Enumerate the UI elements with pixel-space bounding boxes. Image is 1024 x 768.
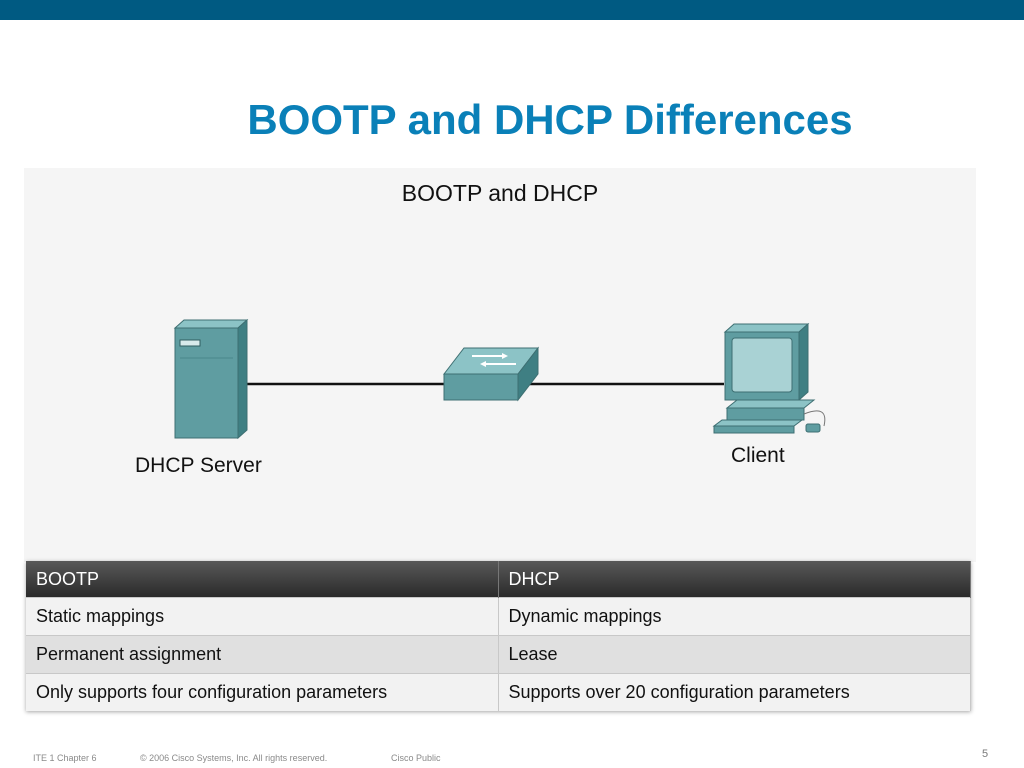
table-row: Permanent assignment Lease xyxy=(26,635,971,674)
table-cell: Dynamic mappings xyxy=(498,597,971,636)
diagram-title: BOOTP and DHCP xyxy=(401,180,599,206)
table-header-row: BOOTP DHCP xyxy=(26,561,971,598)
footer-course: ITE 1 Chapter 6 xyxy=(33,753,97,763)
server-label: DHCP Server xyxy=(135,454,262,477)
comparison-table: BOOTP DHCP Static mappings Dynamic mappi… xyxy=(26,561,971,711)
diagram-canvas xyxy=(173,318,826,440)
footer-classification: Cisco Public xyxy=(391,753,441,763)
table-row: Static mappings Dynamic mappings xyxy=(26,597,971,636)
top-banner xyxy=(0,0,1024,20)
client-label: Client xyxy=(731,444,785,467)
table-cell: Lease xyxy=(498,635,971,674)
table-cell: Only supports four configuration paramet… xyxy=(26,673,499,711)
table-cell: Static mappings xyxy=(26,597,499,636)
column-header-dhcp: DHCP xyxy=(498,561,971,598)
slide-title: BOOTP and DHCP Differences xyxy=(247,96,853,143)
client-pc-icon xyxy=(712,322,826,434)
server-icon xyxy=(173,318,249,440)
network-diagram: BOOTP and DHCP xyxy=(24,168,976,562)
table-row: Only supports four configuration paramet… xyxy=(26,673,971,711)
column-header-bootp: BOOTP xyxy=(26,561,499,598)
table-cell: Supports over 20 configuration parameter… xyxy=(498,673,971,711)
page-number: 5 xyxy=(982,748,989,760)
switch-icon xyxy=(442,346,540,402)
footer-copyright: © 2006 Cisco Systems, Inc. All rights re… xyxy=(140,753,328,763)
table-cell: Permanent assignment xyxy=(26,635,499,674)
